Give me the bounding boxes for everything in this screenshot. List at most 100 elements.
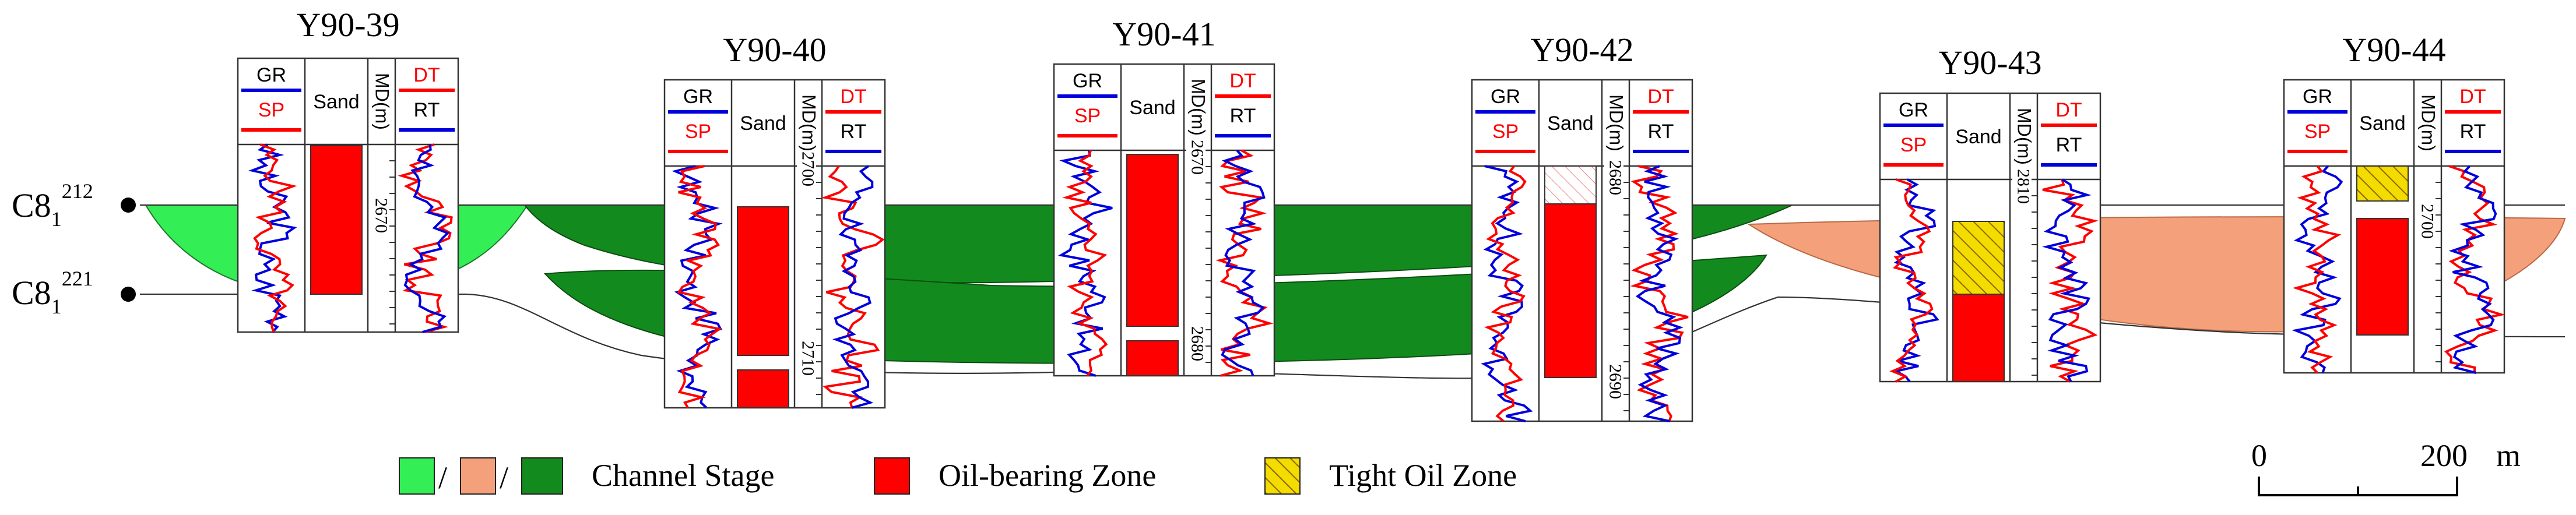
rt-curve bbox=[1221, 149, 1266, 376]
md-depth-label: 2700 bbox=[799, 151, 818, 186]
legend-label-tight-oil: Tight Oil Zone bbox=[1329, 458, 1517, 493]
legend-swatch-light-green bbox=[399, 457, 435, 495]
md-depth-label: 2690 bbox=[1606, 364, 1625, 399]
dt-curve bbox=[2042, 179, 2099, 383]
legend-swatch-salmon bbox=[460, 457, 496, 495]
sp-curve bbox=[253, 143, 297, 333]
header-sand: Sand bbox=[740, 112, 786, 135]
oil-bearing-zone bbox=[1126, 154, 1179, 327]
rt-curve bbox=[832, 165, 874, 409]
header-md: MD(m) bbox=[2014, 108, 2035, 165]
header-sand: Sand bbox=[313, 91, 359, 113]
legend-swatch-tight-oil bbox=[1264, 457, 1301, 495]
tight-oil-zone bbox=[1952, 221, 2005, 295]
legend-label-channel-stage: Channel Stage bbox=[592, 458, 774, 493]
md-depth-label: 2700 bbox=[2418, 204, 2437, 239]
header-md: MD(m) bbox=[799, 94, 820, 151]
md-depth-label: 2810 bbox=[2014, 169, 2033, 204]
header-dt: DT bbox=[1647, 86, 1674, 108]
header-dt: DT bbox=[1229, 70, 1256, 92]
header-gr: GR bbox=[1899, 99, 1928, 121]
md-depth-label: 2680 bbox=[1188, 326, 1207, 361]
well-name: Y90-43 bbox=[1938, 44, 2041, 82]
oil-bearing-zone bbox=[2356, 218, 2409, 336]
marker-c8-221: C81221 bbox=[12, 267, 136, 318]
header-sp: SP bbox=[1900, 134, 1927, 156]
oil-bearing-zone bbox=[737, 206, 789, 356]
tight-oil-zone bbox=[2356, 165, 2409, 202]
scale-bar: 0 200 m bbox=[2251, 438, 2521, 496]
well-name: Y90-40 bbox=[723, 31, 826, 69]
header-sp: SP bbox=[1074, 105, 1101, 127]
oil-bearing-zone bbox=[310, 145, 363, 295]
rt-curve bbox=[2042, 178, 2092, 382]
sp-curve bbox=[677, 165, 722, 408]
rt-curve bbox=[403, 144, 450, 333]
gr-curve bbox=[1057, 150, 1113, 377]
header-rt: RT bbox=[841, 121, 867, 143]
header-sp: SP bbox=[1492, 121, 1519, 143]
header-dt: DT bbox=[840, 86, 866, 108]
header-sand: Sand bbox=[1547, 112, 1593, 135]
md-depth-label: 2680 bbox=[1606, 160, 1625, 195]
md-depth-label: 2670 bbox=[1188, 140, 1207, 175]
scale-bar-end: 200 bbox=[2420, 438, 2468, 473]
md-depth-label: 2710 bbox=[799, 341, 818, 376]
header-md: MD(m) bbox=[1188, 79, 1209, 136]
header-sand: Sand bbox=[2359, 112, 2405, 135]
header-gr: GR bbox=[256, 64, 286, 86]
legend-label-oil-bearing: Oil-bearing Zone bbox=[939, 458, 1156, 493]
header-rt: RT bbox=[1648, 121, 1674, 143]
header-sp: SP bbox=[258, 99, 284, 121]
sp-curve bbox=[1889, 178, 1934, 383]
rt-curve bbox=[1635, 165, 1684, 422]
dt-curve bbox=[398, 143, 453, 333]
header-rt: RT bbox=[1230, 105, 1256, 127]
scale-bar-start: 0 bbox=[2251, 438, 2267, 473]
header-md: MD(m) bbox=[2418, 94, 2439, 151]
marker-c8-212: C81212 bbox=[12, 179, 136, 231]
svg-text:C81221: C81221 bbox=[12, 267, 93, 318]
rt-curve bbox=[2448, 165, 2497, 374]
legend-swatch-dark-green bbox=[521, 457, 563, 495]
scale-bar-unit: m bbox=[2496, 438, 2521, 473]
non-reservoir-zone bbox=[1544, 165, 1597, 204]
header-dt: DT bbox=[413, 64, 440, 86]
header-md: MD(m) bbox=[372, 73, 393, 130]
header-sp: SP bbox=[685, 121, 711, 143]
well-name: Y90-39 bbox=[296, 6, 399, 44]
sp-curve bbox=[2292, 165, 2342, 374]
svg-text:C81212: C81212 bbox=[12, 179, 93, 231]
oil-bearing-zone bbox=[1126, 340, 1179, 376]
header-md: MD(m) bbox=[1606, 94, 1627, 151]
legend-separator-1: / bbox=[438, 460, 447, 495]
gr-curve bbox=[1893, 178, 1939, 383]
well-name: Y90-42 bbox=[1530, 31, 1633, 69]
oil-bearing-zone bbox=[737, 369, 789, 408]
legend: / / Channel Stage Oil-bearing Zone Tight… bbox=[399, 457, 1517, 495]
legend-swatch-oil-bearing bbox=[874, 457, 910, 495]
header-gr: GR bbox=[2303, 86, 2332, 108]
well-name: Y90-44 bbox=[2342, 31, 2445, 69]
header-gr: GR bbox=[683, 86, 713, 108]
header-rt: RT bbox=[414, 99, 440, 121]
legend-separator-2: / bbox=[500, 460, 508, 495]
header-rt: RT bbox=[2460, 121, 2486, 143]
md-depth-label: 2670 bbox=[372, 198, 391, 233]
sp-curve bbox=[1484, 165, 1527, 422]
oil-bearing-zone bbox=[1544, 203, 1597, 378]
well-name: Y90-41 bbox=[1112, 15, 1215, 53]
header-gr: GR bbox=[1073, 70, 1102, 92]
header-gr: GR bbox=[1491, 86, 1520, 108]
oil-bearing-zone bbox=[1952, 294, 2005, 382]
sp-curve bbox=[1062, 150, 1108, 377]
header-dt: DT bbox=[2055, 99, 2082, 121]
